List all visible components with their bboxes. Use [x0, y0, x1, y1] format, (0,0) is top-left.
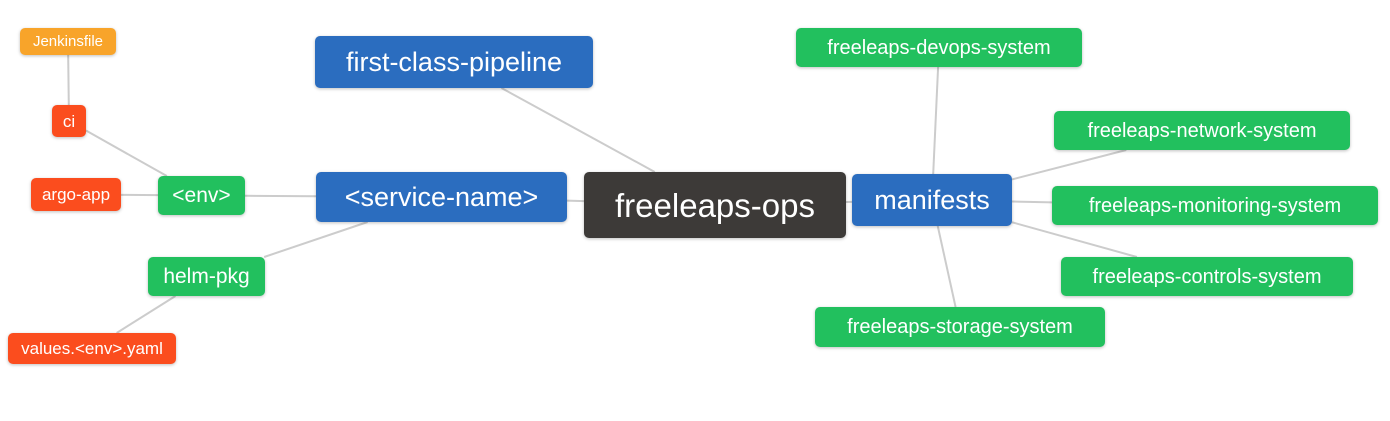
edge-jenkinsfile-ci: [67, 54, 70, 106]
node-helm-pkg[interactable]: helm-pkg: [148, 257, 265, 296]
node-freeleaps-ops[interactable]: freeleaps-ops: [584, 172, 846, 238]
node-env[interactable]: <env>: [158, 176, 245, 215]
node-values-env-yaml[interactable]: values.<env>.yaml: [8, 333, 176, 364]
edge-manifests-devops-system: [932, 66, 940, 175]
node-argo-app[interactable]: argo-app: [31, 178, 121, 211]
edge-manifests-storage-system: [936, 225, 957, 308]
edge-manifests-monitoring-system: [1011, 200, 1053, 204]
edge-helm-pkg-service-name: [263, 221, 368, 258]
node-storage-system[interactable]: freeleaps-storage-system: [815, 307, 1105, 347]
edge-manifests-network-system: [1011, 149, 1127, 181]
node-devops-system[interactable]: freeleaps-devops-system: [796, 28, 1082, 67]
node-jenkinsfile[interactable]: Jenkinsfile: [20, 28, 116, 55]
node-monitoring-system[interactable]: freeleaps-monitoring-system: [1052, 186, 1378, 225]
node-ci[interactable]: ci: [52, 105, 86, 137]
edge-ci-env: [85, 129, 168, 177]
edge-values-env-yaml-helm-pkg: [116, 295, 177, 334]
edge-first-class-pipeline-freeleaps-ops: [500, 87, 656, 173]
edge-manifests-controls-system: [1011, 221, 1138, 258]
node-network-system[interactable]: freeleaps-network-system: [1054, 111, 1350, 150]
node-first-class-pipeline[interactable]: first-class-pipeline: [315, 36, 593, 88]
node-controls-system[interactable]: freeleaps-controls-system: [1061, 257, 1353, 296]
node-manifests[interactable]: manifests: [852, 174, 1012, 226]
node-service-name[interactable]: <service-name>: [316, 172, 567, 222]
